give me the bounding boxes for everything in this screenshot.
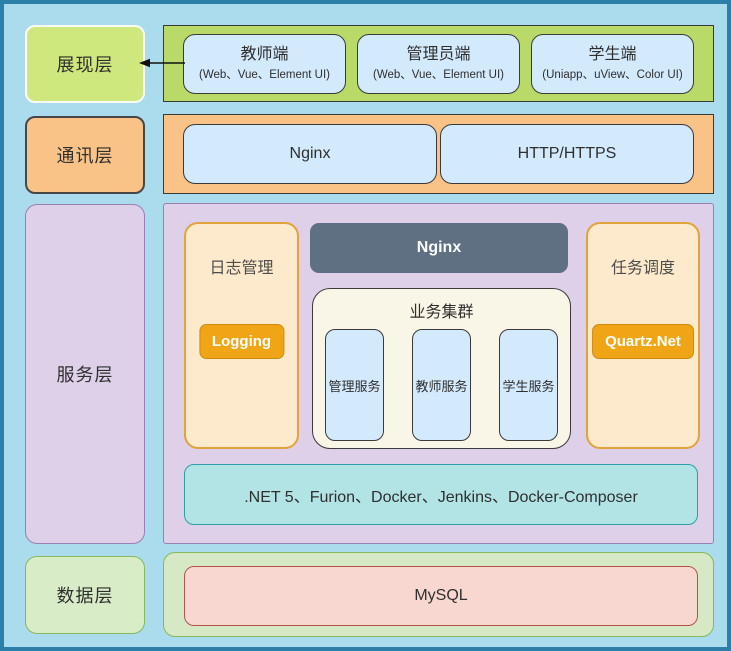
teacher-client-box: 教师端 (Web、Vue、Element UI) <box>183 33 346 94</box>
task-scheduling-title: 任务调度 <box>610 260 675 277</box>
http-https-box: HTTP/HTTPS <box>440 124 694 184</box>
nginx-box-text: Nginx <box>289 145 331 162</box>
teacher-service-box: 教师服务 <box>412 329 471 441</box>
admin-client-box: 管理员端 (Web、Vue、Element UI) <box>357 33 520 94</box>
tech-stack-text: .NET 5、Furion、Docker、Jenkins、Docker-Comp… <box>244 488 638 506</box>
logging-badge: Logging <box>198 324 285 359</box>
communication-layer-container: Nginx HTTP/HTTPS <box>163 114 714 194</box>
admin-service-text: 管理服务 <box>328 378 381 394</box>
student-service-box: 学生服务 <box>499 329 558 441</box>
http-https-box-text: HTTP/HTTPS <box>517 145 617 162</box>
left-arrow <box>139 56 185 70</box>
admin-client-subtitle: (Web、Vue、Element UI) <box>372 68 504 81</box>
quartz-badge: Quartz.Net <box>592 324 694 359</box>
log-management-title: 日志管理 <box>209 260 274 277</box>
task-scheduling-panel: 任务调度 Quartz.Net <box>586 222 700 449</box>
service-nginx-text: Nginx <box>416 239 462 256</box>
teacher-service-text: 教师服务 <box>415 378 468 394</box>
left-arrow-icon <box>139 58 185 68</box>
admin-client-title: 管理员端 <box>406 46 471 64</box>
admin-service-box: 管理服务 <box>325 329 384 441</box>
nginx-box: Nginx <box>183 124 437 184</box>
student-client-title: 学生端 <box>588 46 637 64</box>
teacher-client-title: 教师端 <box>240 46 289 64</box>
mysql-box: MySQL <box>184 566 698 626</box>
service-nginx-box: Nginx <box>310 223 568 273</box>
student-client-subtitle: (Uniapp、uView、Color UI) <box>542 68 683 81</box>
student-client-box: 学生端 (Uniapp、uView、Color UI) <box>531 33 694 94</box>
communication-layer-label: 通讯层 <box>25 116 145 194</box>
teacher-client-subtitle: (Web、Vue、Element UI) <box>198 68 330 81</box>
communication-layer-label-text: 通讯层 <box>56 146 114 166</box>
service-layer-container: 日志管理 Logging Nginx 业务集群 管理服务 教师服务 学生服务 任… <box>163 203 714 544</box>
business-cluster-panel: 业务集群 管理服务 教师服务 学生服务 <box>312 288 571 449</box>
presentation-layer-label: 展现层 <box>25 25 145 103</box>
business-cluster-services: 管理服务 教师服务 学生服务 <box>313 329 570 441</box>
tech-stack-box: .NET 5、Furion、Docker、Jenkins、Docker-Comp… <box>184 464 698 525</box>
service-layer-label-text: 服务层 <box>56 365 114 385</box>
presentation-layer-container: 教师端 (Web、Vue、Element UI) 管理员端 (Web、Vue、E… <box>163 25 714 102</box>
mysql-box-text: MySQL <box>414 587 468 604</box>
presentation-layer-label-text: 展现层 <box>56 55 114 75</box>
student-service-text: 学生服务 <box>502 378 555 394</box>
log-management-panel: 日志管理 Logging <box>184 222 299 449</box>
service-layer-label: 服务层 <box>25 204 145 544</box>
business-cluster-title: 业务集群 <box>409 304 474 321</box>
data-layer-label-text: 数据层 <box>56 586 114 606</box>
data-layer-container: MySQL <box>163 552 714 637</box>
data-layer-label: 数据层 <box>25 556 145 634</box>
